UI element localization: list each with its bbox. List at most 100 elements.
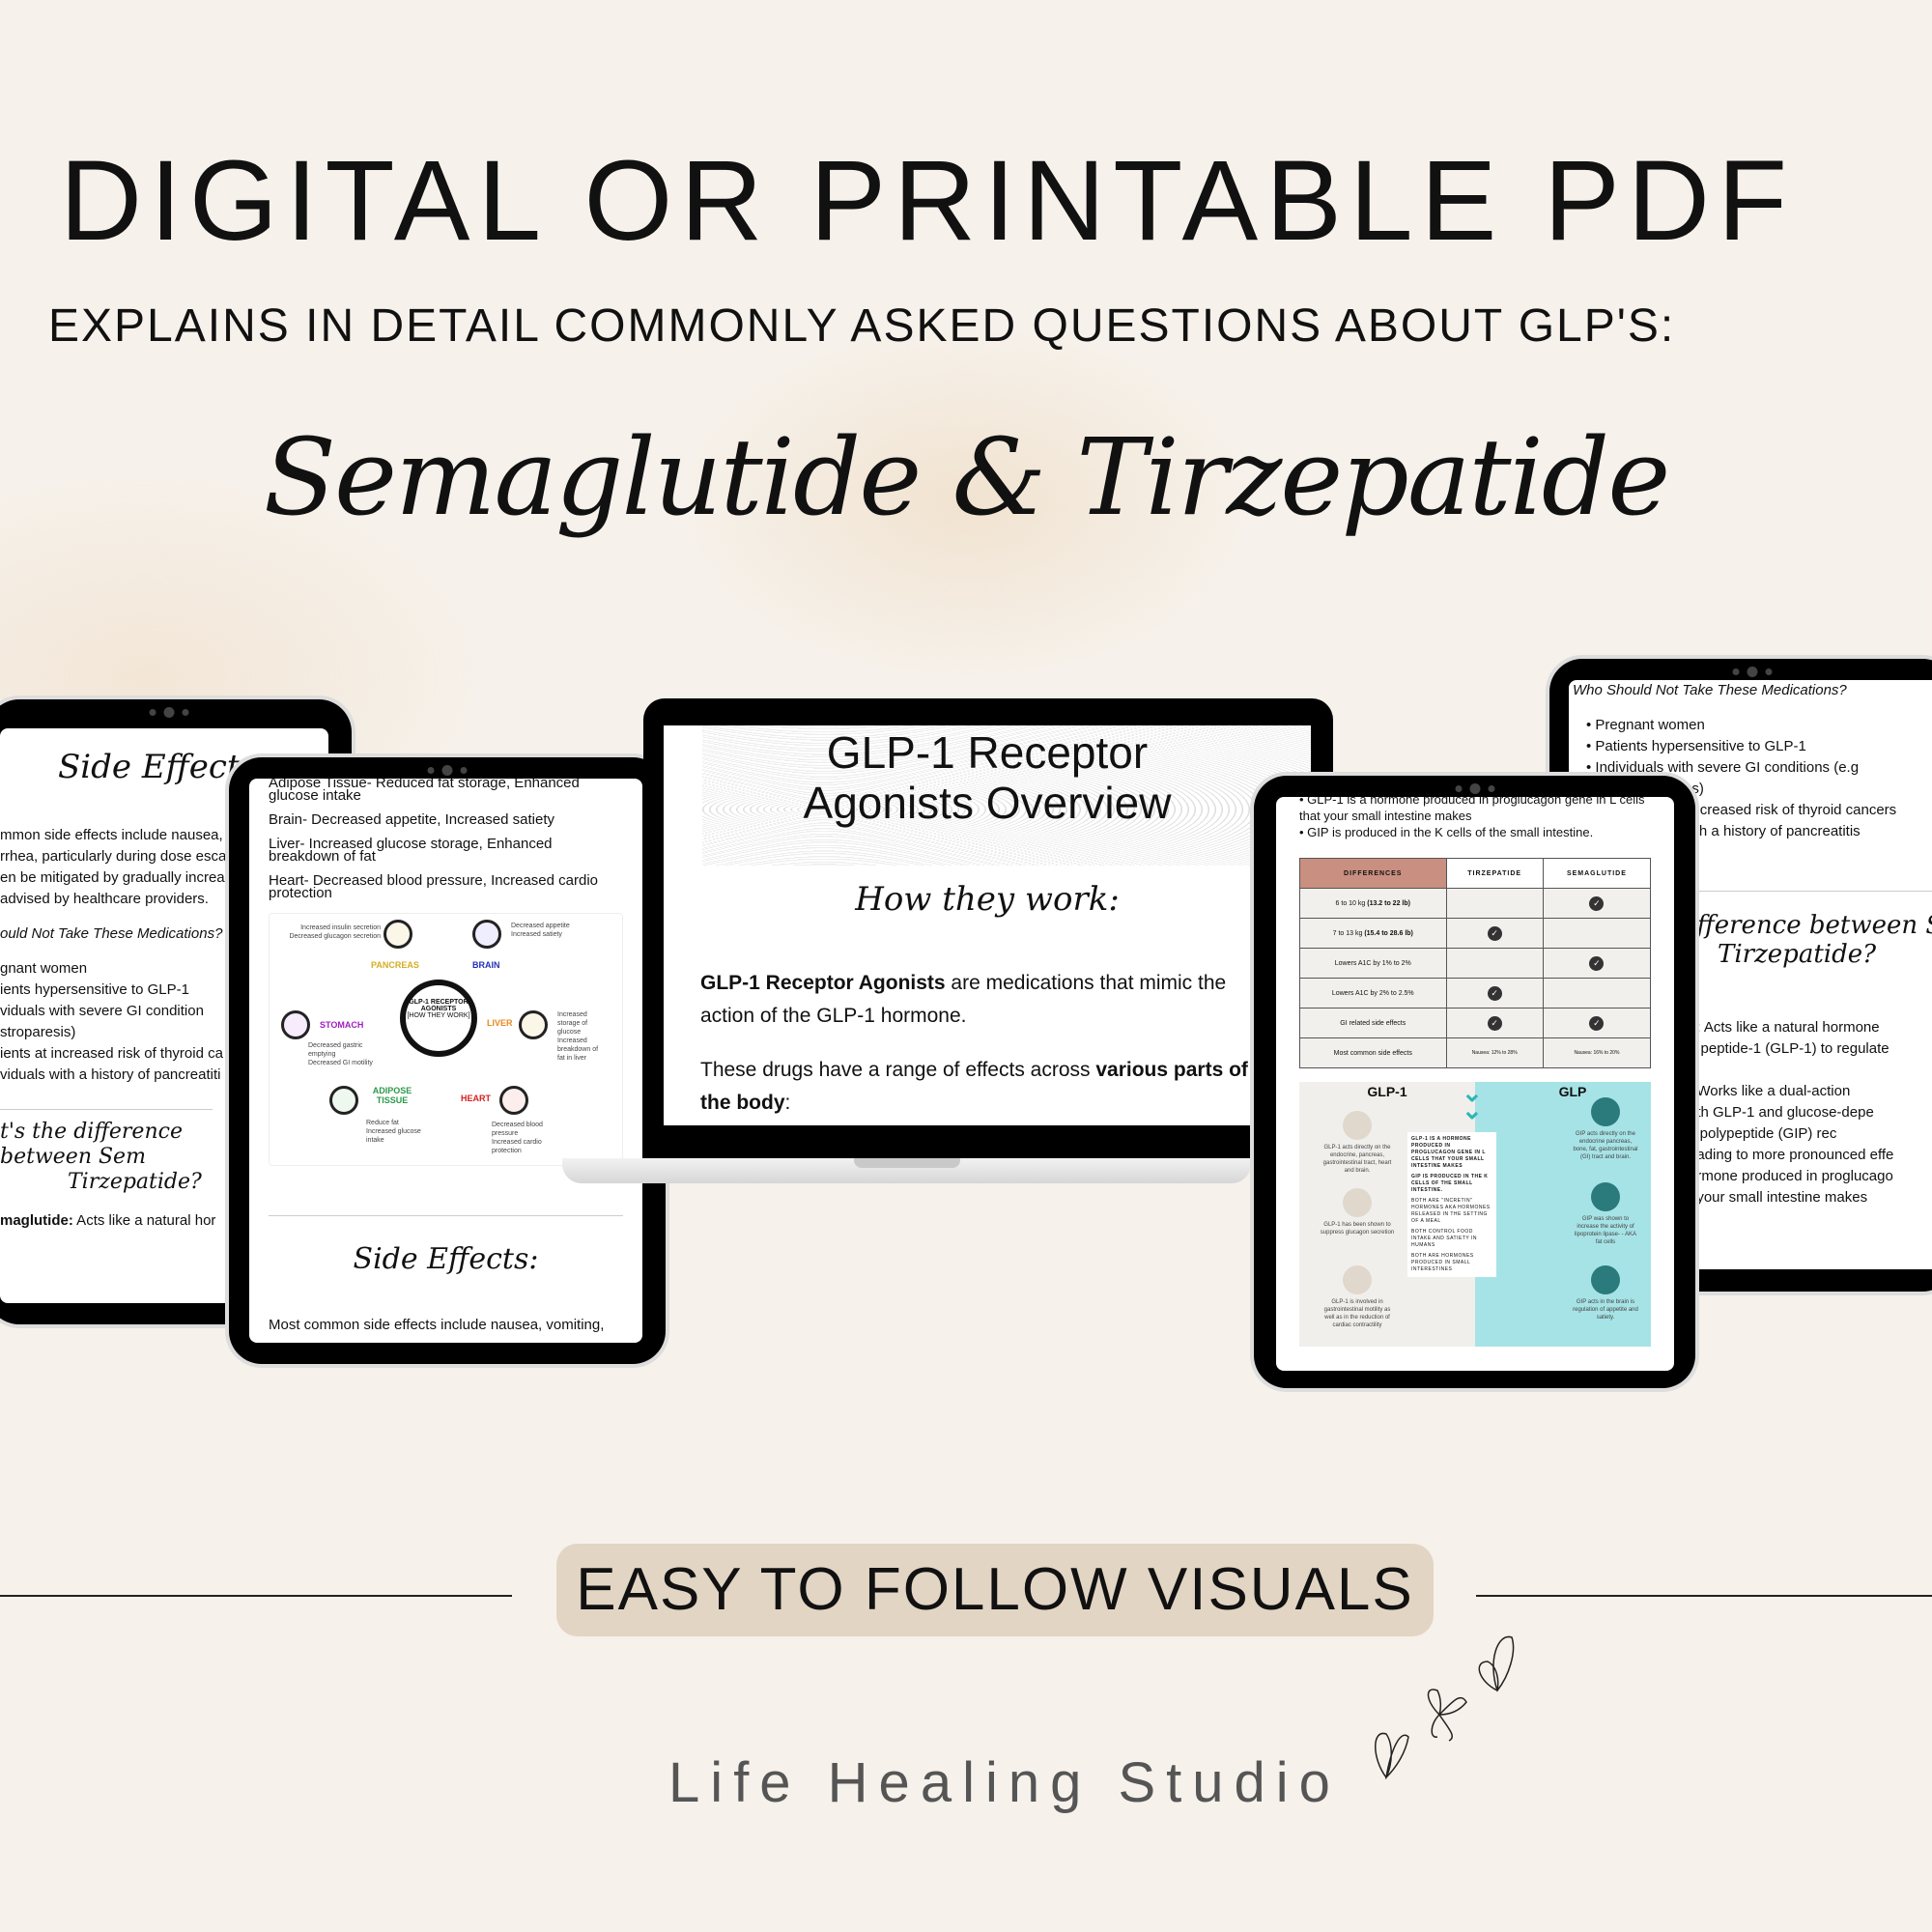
note: Reduce fat xyxy=(366,1120,399,1126)
effect-line: Adipose Tissue- Reduced fat storage, Enh… xyxy=(269,779,580,804)
heart-icon xyxy=(499,1086,528,1115)
brain-icon xyxy=(1591,1265,1620,1294)
paragraph-line: e peptide-1 (GLP-1) to regulate xyxy=(1689,1040,1889,1057)
list-item: viduals with severe GI condition xyxy=(0,1003,204,1019)
table-row: 7 to 13 kg (15.4 to 28.6 lb) ✓ xyxy=(1299,918,1652,949)
label-text: 6 to 10 kg xyxy=(1335,899,1368,907)
camera-icon xyxy=(1732,667,1773,677)
check-icon: ✓ xyxy=(1589,895,1605,911)
paragraph-line: oth GLP-1 and glucose-depe xyxy=(1689,1104,1874,1121)
tirzepatide-cell: ✓ xyxy=(1445,1008,1544,1038)
adipose-icon xyxy=(329,1086,358,1115)
column-header: TIRZEPATIDE xyxy=(1445,858,1544,889)
note: Increased glucose intake xyxy=(366,1128,421,1144)
caption: GLP-1 is involved in gastrointestinal mo… xyxy=(1323,1299,1391,1328)
tablet-comparison: GLP-1 is a hormone produced in proglucag… xyxy=(1254,776,1695,1388)
paragraph-line: c polypeptide (GIP) rec xyxy=(1689,1125,1837,1142)
camera-icon xyxy=(427,765,468,776)
question: ould Not Take These Medications? xyxy=(0,925,223,942)
semaglutide-cell xyxy=(1542,918,1652,949)
center-sublabel: [HOW THEY WORK] xyxy=(407,1012,470,1019)
paragraph-line: : Works like a dual-action xyxy=(1689,1083,1851,1099)
laptop: GLP-1 Receptor Agonists Overview How the… xyxy=(643,698,1333,1158)
table-row: Most common side effects Nausea: 12% to 2… xyxy=(1299,1037,1652,1068)
paragraph-line: t your small intestine makes xyxy=(1689,1189,1868,1206)
stomach-icon xyxy=(1343,1265,1372,1294)
cell-text: Nausea: 12% to 28% xyxy=(1471,1050,1518,1056)
glp-infographic: GLP-1 GLP-1 acts directly on the endocri… xyxy=(1299,1078,1651,1347)
paragraph-line: ormone produced in proglucago xyxy=(1689,1168,1893,1184)
brand-name: Life Healing Studio xyxy=(668,1751,1341,1814)
table-row: 6 to 10 kg (13.2 to 22 lb) ✓ xyxy=(1299,888,1652,919)
note: Increased breakdown of fat in liver xyxy=(557,1037,599,1062)
column-header: SEMAGLUTIDE xyxy=(1542,858,1652,889)
label-text: Most common side effects xyxy=(1333,1049,1412,1057)
note: Decreased GI motility xyxy=(308,1060,373,1066)
list-item: Pregnant women xyxy=(1586,715,1932,736)
label-text: Lowers A1C by 1% to 2% xyxy=(1334,959,1411,967)
table-row: Lowers A1C by 1% to 2% ✓ xyxy=(1299,948,1652,979)
pancreas-icon xyxy=(384,920,412,949)
list-item: stroparesis) xyxy=(0,1024,76,1040)
list-item: Individuals with severe GI conditions (e… xyxy=(1586,757,1932,779)
fact: GLP-1 IS A HORMONE PRODUCED IN PROGLUCAG… xyxy=(1411,1136,1486,1169)
bold-term: various parts of the body xyxy=(700,1059,1248,1114)
note: Increased insulin secretion xyxy=(300,924,381,931)
laptop-title: GLP-1 Receptor Agonists Overview xyxy=(664,727,1311,828)
stomach-icon xyxy=(281,1010,310,1039)
wave-pattern xyxy=(702,725,1311,866)
semaglutide-cell: Nausea: 16% to 20% xyxy=(1542,1037,1652,1068)
paragraph-line: rrhea, particularly during dose esca xyxy=(0,848,227,865)
divider xyxy=(269,1215,623,1216)
bullet: GLP-1 is a hormone produced in proglucag… xyxy=(1299,797,1651,824)
fact: BOTH ARE HORMONES PRODUCED IN SMALL INTE… xyxy=(1411,1253,1474,1272)
text: : xyxy=(784,1092,791,1114)
check-icon: ✓ xyxy=(1487,925,1502,941)
divider-left xyxy=(0,1595,512,1597)
check-icon: ✓ xyxy=(1589,1015,1605,1031)
column-title: GLP-1 xyxy=(1367,1084,1407,1099)
headline: DIGITAL OR PRINTABLE PDF xyxy=(59,137,1796,265)
list-item: ncreased risk of thyroid cancers xyxy=(1586,800,1932,821)
tablet-screen: GLP-1 is a hormone produced in proglucag… xyxy=(1276,797,1674,1371)
term: maglutide: xyxy=(0,1212,73,1229)
label-bold: (13.2 to 22 lb) xyxy=(1367,899,1410,907)
caption: GLP-1 acts directly on the endocrine, pa… xyxy=(1322,1145,1392,1174)
section-heading: Side Effects: xyxy=(353,1242,539,1276)
column-header: DIFFERENCES xyxy=(1299,858,1447,889)
laptop-screen: GLP-1 Receptor Agonists Overview How the… xyxy=(664,725,1311,1125)
row-label: Lowers A1C by 2% to 2.5% xyxy=(1299,978,1447,1009)
laptop-paragraph-1: GLP-1 Receptor Agonists are medications … xyxy=(700,967,1280,1033)
row-label: 7 to 13 kg (15.4 to 28.6 lb) xyxy=(1299,918,1447,949)
paragraph-line: Most common side effects include nausea,… xyxy=(269,1317,605,1333)
title-line: Agonists Overview xyxy=(803,778,1172,828)
note: Decreased blood pressure xyxy=(492,1122,543,1137)
liver-icon xyxy=(519,1010,548,1039)
note: Increased cardio protection xyxy=(492,1139,542,1154)
liver-label: LIVER xyxy=(487,1018,513,1028)
semaglutide-cell: ✓ xyxy=(1542,1008,1652,1038)
divider-right xyxy=(1476,1595,1932,1597)
caption: GLP-1 has been shown to suppress glucago… xyxy=(1320,1222,1395,1236)
note: Decreased appetite xyxy=(511,923,570,929)
semaglutide-cell: ✓ xyxy=(1542,948,1652,979)
title-line: GLP-1 Receptor xyxy=(826,727,1149,778)
cell-text: Nausea: 16% to 20% xyxy=(1574,1050,1620,1056)
chevron-down-icon: ⌄⌄ xyxy=(1462,1078,1483,1124)
adipose-label: ADIPOSE TISSUE xyxy=(372,1086,412,1105)
fact: BOTH ARE "INCRETIN" HORMONES AKA HORMONE… xyxy=(1411,1198,1491,1224)
visuals-badge: EASY TO FOLLOW VISUALS xyxy=(556,1544,1434,1636)
camera-icon xyxy=(1455,783,1494,794)
question: Who Should Not Take These Medications? xyxy=(1573,682,1847,698)
row-label: Most common side effects xyxy=(1299,1037,1447,1068)
list-item: s) xyxy=(1586,779,1932,800)
row-label: 6 to 10 kg (13.2 to 22 lb) xyxy=(1299,888,1447,919)
row-label: Lowers A1C by 1% to 2% xyxy=(1299,948,1447,979)
brain-icon xyxy=(472,920,501,949)
subheadline: EXPLAINS IN DETAIL COMMONLY ASKED QUESTI… xyxy=(48,300,1676,352)
script-title: Semaglutide & Tirzepatide xyxy=(263,415,1671,539)
section-heading: Tirzepatide? xyxy=(1718,940,1877,969)
tirzepatide-cell: ✓ xyxy=(1445,918,1544,949)
